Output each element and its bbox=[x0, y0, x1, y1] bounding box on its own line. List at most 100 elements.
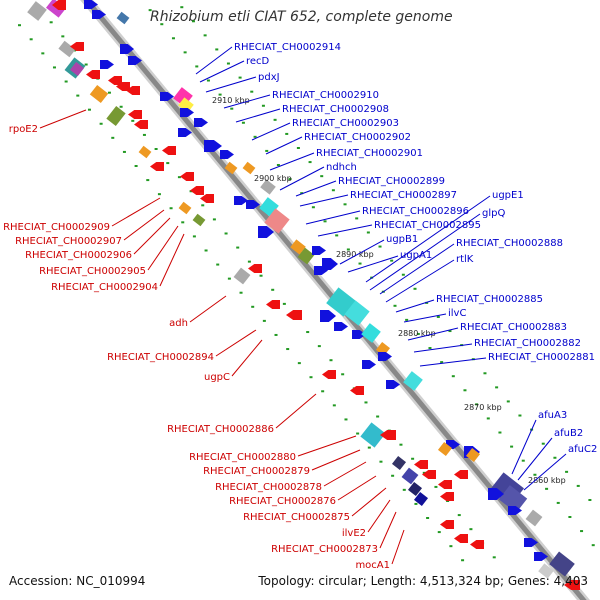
tick-dot bbox=[285, 132, 289, 135]
tick-dot bbox=[506, 400, 510, 403]
gene-arrow bbox=[160, 92, 174, 101]
tick-dot bbox=[486, 417, 490, 420]
tick-dot bbox=[533, 473, 537, 476]
gene-label: RHECIAT_CH0002902 bbox=[304, 132, 411, 143]
leader-line bbox=[385, 259, 455, 303]
gene-arrow bbox=[350, 386, 364, 395]
gene-arrow bbox=[248, 264, 262, 273]
gene-label: RHECIAT_CH0002901 bbox=[316, 148, 423, 159]
leader-line bbox=[231, 339, 263, 377]
tick-dot bbox=[332, 404, 336, 407]
tick-dot bbox=[288, 178, 292, 181]
tick-dot bbox=[107, 91, 111, 94]
gene-arrow bbox=[488, 488, 504, 500]
leader-line bbox=[395, 299, 435, 313]
gene-arrow bbox=[100, 60, 114, 69]
kbp-mark: 2900 kbp bbox=[254, 174, 292, 183]
tick-dot bbox=[521, 459, 525, 462]
leader-line bbox=[317, 224, 373, 237]
gene-label: afuC2 bbox=[568, 444, 597, 455]
tick-dot bbox=[492, 556, 496, 559]
gene-arrow bbox=[126, 86, 140, 95]
tick-dot bbox=[556, 501, 560, 504]
tick-dot bbox=[341, 373, 345, 376]
tick-dot bbox=[206, 79, 210, 82]
gene-arrow bbox=[422, 470, 436, 479]
tick-dot bbox=[576, 484, 580, 487]
tick-dot bbox=[448, 330, 452, 333]
gene-arrow bbox=[508, 506, 522, 515]
gene-arrow bbox=[286, 310, 302, 320]
gene-arrow bbox=[92, 10, 106, 19]
gene-arrow bbox=[234, 196, 248, 205]
gene-label: RHECIAT_CH0002905 bbox=[39, 266, 146, 277]
gene-block bbox=[224, 161, 238, 175]
leader-line bbox=[391, 529, 405, 565]
leader-line bbox=[215, 329, 257, 357]
tick-dot bbox=[426, 517, 430, 519]
tick-dot bbox=[18, 24, 21, 27]
tick-dot bbox=[309, 376, 313, 379]
leader-line bbox=[265, 136, 303, 155]
tick-dot bbox=[300, 192, 304, 195]
tick-dot bbox=[367, 446, 371, 449]
gene-arrow bbox=[86, 70, 100, 79]
leader-line bbox=[159, 233, 185, 287]
tick-dot bbox=[346, 248, 350, 251]
tick-dot bbox=[405, 318, 409, 321]
gene-arrow bbox=[334, 322, 348, 331]
tick-dot bbox=[215, 48, 219, 51]
tick-dot bbox=[317, 345, 321, 348]
tick-dot bbox=[323, 220, 327, 223]
gene-label: RHECIAT_CH0002903 bbox=[292, 118, 399, 129]
tick-dot bbox=[335, 234, 339, 237]
gene-block bbox=[27, 1, 47, 21]
gene-arrow bbox=[564, 580, 580, 590]
tick-dot bbox=[565, 470, 569, 473]
tick-dot bbox=[320, 175, 324, 178]
leader-line bbox=[279, 166, 325, 191]
leader-line bbox=[305, 210, 361, 225]
tick-dot bbox=[195, 65, 199, 68]
tick-dot bbox=[510, 445, 514, 448]
tick-dot bbox=[469, 528, 473, 531]
tick-dot bbox=[166, 162, 170, 165]
tick-dot bbox=[425, 301, 429, 304]
leader-line bbox=[351, 487, 387, 517]
tick-dot bbox=[321, 390, 325, 393]
tick-dot bbox=[29, 38, 33, 41]
tick-dot bbox=[177, 176, 181, 179]
leader-line bbox=[379, 511, 397, 549]
gene-arrow bbox=[220, 150, 234, 159]
gene-arrow bbox=[200, 194, 214, 203]
tick-dot bbox=[422, 471, 426, 474]
kbp-mark: 2880 kbp bbox=[398, 329, 436, 338]
tick-dot bbox=[331, 189, 335, 192]
tick-dot bbox=[134, 165, 138, 167]
tick-dot bbox=[160, 23, 164, 26]
gene-arrow bbox=[322, 370, 336, 379]
gene-block bbox=[549, 551, 575, 577]
gene-block bbox=[89, 84, 109, 104]
gene-label: ugpC bbox=[204, 372, 230, 383]
tick-dot bbox=[111, 136, 115, 139]
gene-arrow bbox=[70, 42, 84, 51]
leader-line bbox=[189, 295, 227, 323]
tick-dot bbox=[239, 291, 243, 294]
tick-dot bbox=[440, 361, 444, 364]
gene-label: RHECIAT_CH0002873 bbox=[271, 544, 378, 555]
gene-label: RHECIAT_CH0002895 bbox=[374, 220, 481, 231]
tick-dot bbox=[87, 108, 91, 111]
gene-label: RHECIAT_CH0002878 bbox=[215, 482, 322, 493]
tick-dot bbox=[591, 544, 595, 547]
gene-arrow bbox=[162, 146, 176, 155]
gene-arrow bbox=[84, 0, 98, 9]
gene-label: RHECIAT_CH0002906 bbox=[25, 250, 132, 261]
tick-dot bbox=[296, 147, 300, 149]
tick-dot bbox=[49, 21, 53, 24]
gene-label: RHECIAT_CH0002894 bbox=[107, 352, 214, 363]
gene-block bbox=[138, 145, 152, 159]
tick-dot bbox=[230, 107, 234, 110]
gene-block bbox=[260, 179, 276, 195]
gene-label: ugpE1 bbox=[492, 190, 524, 201]
